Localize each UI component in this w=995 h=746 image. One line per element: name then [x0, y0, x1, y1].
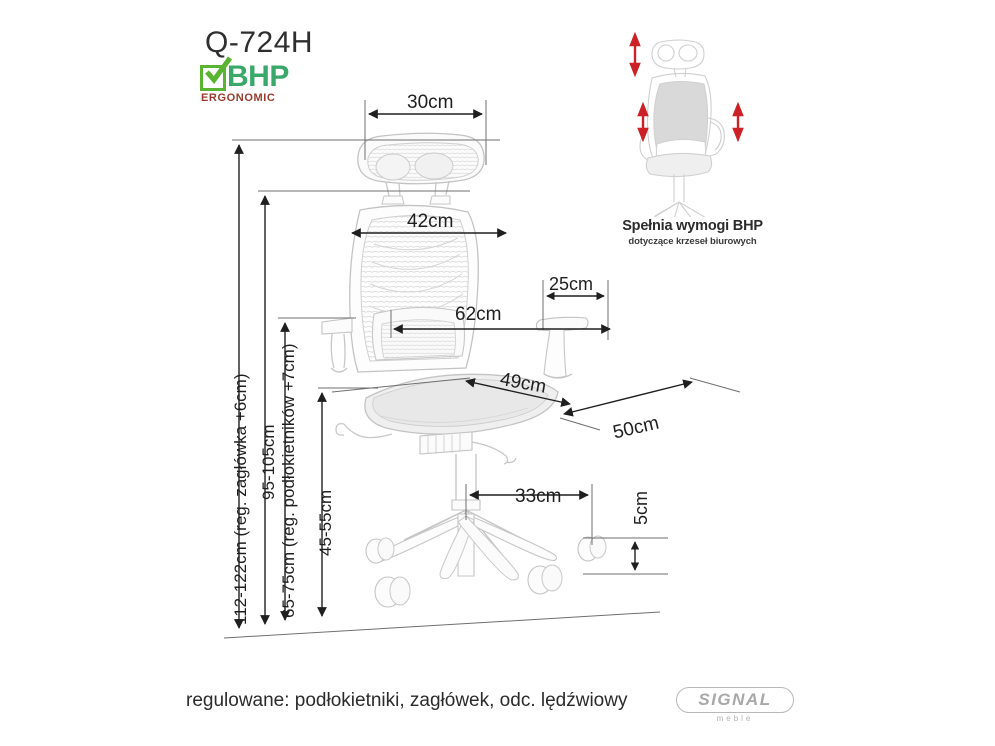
page-title: Q-724H: [205, 26, 314, 59]
dimension-label-backrest-width: 42cm: [407, 211, 454, 232]
dimension-label-backrest-top-height: 95-105cm: [259, 424, 278, 500]
dimension-label-seat-width: 50cm: [611, 412, 662, 444]
seat-mechanism: [335, 422, 517, 465]
badge-chair-illustration: [629, 31, 744, 239]
bhp-logo-text: BHP: [227, 60, 289, 93]
dimension-label-overall-width: 62cm: [455, 304, 502, 325]
bhp-compliance-badge: Spełnia wymogi BHP dotyczące krzeseł biu…: [600, 22, 785, 252]
armrest-left: [321, 317, 353, 373]
badge-subcaption: dotyczące krzeseł biurowych: [628, 236, 757, 247]
dimension-label-base-radius: 33cm: [515, 486, 562, 507]
dimension-label-seat-height: 45-55cm: [316, 489, 335, 556]
dimension-label-armrest-height: 65-75cm (reg. podłokietników +7cm): [279, 343, 298, 618]
footer-caption: regulowane: podłokietniki, zagłówek, odc…: [186, 690, 628, 711]
bhp-logo-subtitle: ERGONOMIC: [201, 92, 276, 104]
gas-lift: [451, 454, 481, 511]
signal-logo-subtitle: meble: [716, 714, 754, 723]
badge-caption: Spełnia wymogi BHP: [622, 218, 763, 234]
chair-illustration: [321, 132, 607, 608]
casters: [365, 535, 607, 608]
dimension-label-headrest-width: 30cm: [407, 92, 454, 113]
dimension-label-armrest-length: 25cm: [549, 274, 594, 294]
five-star-base: [365, 509, 607, 608]
dimension-label-seat-depth: 49cm: [498, 369, 548, 398]
signal-logo-outline: [676, 687, 794, 713]
signal-meble-logo: SIGNAL meble: [676, 687, 794, 727]
check-mark-icon: [205, 56, 233, 85]
checkbox-outline-icon: [200, 65, 226, 91]
badge-red-arrows: [629, 31, 744, 143]
signal-logo-text: SIGNAL: [698, 690, 772, 709]
dimension-label-caster-height: 5cm: [631, 490, 651, 525]
bhp-ergonomic-logo: BHP ERGONOMIC: [200, 56, 310, 108]
headrest-part: [357, 132, 485, 205]
dimension-label-total-height: 112-122cm (reg. zagłówka +6cm): [231, 373, 250, 626]
armrest-right: [535, 316, 589, 379]
arrow-50cm: [563, 379, 693, 417]
